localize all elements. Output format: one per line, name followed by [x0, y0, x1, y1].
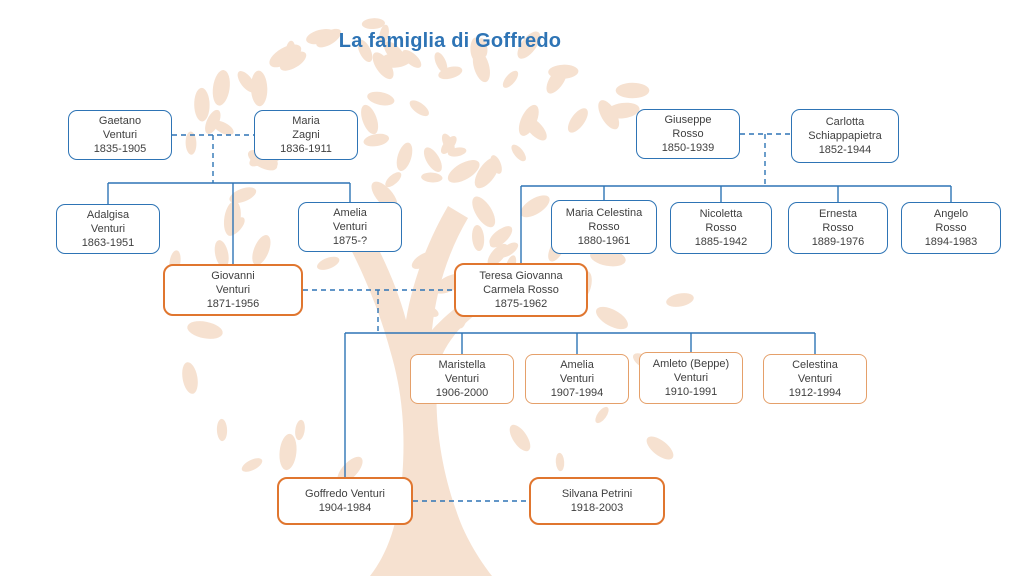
person-ernesta-rosso[interactable]: Ernesta Rosso 1889-1976	[788, 202, 888, 254]
person-name: Amleto (Beppe) Venturi	[652, 357, 730, 384]
person-name: Teresa Giovanna Carmela Rosso	[479, 269, 563, 296]
person-amelia-venturi-jr[interactable]: Amelia Venturi 1907-1994	[525, 354, 629, 404]
person-years: 1904-1984	[318, 502, 372, 514]
person-years: 1835-1905	[93, 143, 147, 156]
person-name: Amelia Venturi	[559, 358, 595, 385]
person-years: 1852-1944	[818, 144, 872, 157]
person-maria-celestina-rosso[interactable]: Maria Celestina Rosso 1880-1961	[551, 200, 657, 254]
person-name: Gaetano Venturi	[98, 114, 142, 141]
person-name: Goffredo Venturi	[305, 487, 385, 500]
person-name: Angelo Rosso	[933, 207, 969, 234]
person-name: Maristella Venturi	[438, 358, 486, 385]
person-years: 1907-1994	[550, 387, 604, 400]
person-years: 1863-1951	[81, 237, 135, 250]
person-name: Ernesta Rosso	[819, 207, 857, 234]
person-years: 1918-2003	[570, 502, 624, 514]
person-name: Giovanni Venturi	[211, 269, 255, 296]
person-years: 1894-1983	[924, 236, 978, 249]
person-years: 1850-1939	[661, 142, 715, 155]
person-years: 1906-2000	[435, 387, 489, 400]
person-goffredo-venturi[interactable]: Goffredo Venturi 1904-1984	[277, 477, 413, 525]
person-maria-zagni[interactable]: Maria Zagni 1836-1911	[254, 110, 358, 160]
person-years: 1871-1956	[206, 298, 260, 311]
person-nicoletta-rosso[interactable]: Nicoletta Rosso 1885-1942	[670, 202, 772, 254]
person-carlotta-schiappapietra[interactable]: Carlotta Schiappapietra 1852-1944	[791, 109, 899, 163]
person-years: 1912-1994	[788, 387, 842, 400]
person-name: Carlotta Schiappapietra	[808, 115, 882, 142]
person-teresa-rosso[interactable]: Teresa Giovanna Carmela Rosso 1875-1962	[454, 263, 588, 317]
person-name: Amelia Venturi	[332, 206, 368, 233]
person-name: Celestina Venturi	[792, 358, 838, 385]
person-years: 1910-1991	[664, 386, 718, 399]
person-adalgisa-venturi[interactable]: Adalgisa Venturi 1863-1951	[56, 204, 160, 254]
person-name: Maria Celestina Rosso	[565, 206, 643, 233]
person-giovanni-venturi[interactable]: Giovanni Venturi 1871-1956	[163, 264, 303, 316]
person-name: Silvana Petrini	[561, 487, 633, 500]
person-name: Maria Zagni	[292, 114, 320, 141]
person-giuseppe-rosso[interactable]: Giuseppe Rosso 1850-1939	[636, 109, 740, 159]
person-name: Adalgisa Venturi	[86, 208, 130, 235]
person-years: 1889-1976	[811, 236, 865, 249]
person-name: Giuseppe Rosso	[664, 113, 712, 140]
person-years: 1885-1942	[694, 236, 748, 249]
person-silvana-petrini[interactable]: Silvana Petrini 1918-2003	[529, 477, 665, 525]
person-amelia-venturi-sr[interactable]: Amelia Venturi 1875-?	[298, 202, 402, 252]
person-years: 1875-?	[332, 235, 368, 248]
person-years: 1836-1911	[280, 143, 332, 156]
person-celestina-venturi[interactable]: Celestina Venturi 1912-1994	[763, 354, 867, 404]
person-amleto-venturi[interactable]: Amleto (Beppe) Venturi 1910-1991	[639, 352, 743, 404]
person-name: Nicoletta Rosso	[699, 207, 743, 234]
person-years: 1875-1962	[494, 298, 548, 311]
person-years: 1880-1961	[577, 235, 631, 248]
person-gaetano-venturi[interactable]: Gaetano Venturi 1835-1905	[68, 110, 172, 160]
page-title: La famiglia di Goffredo	[338, 30, 562, 52]
person-maristella-venturi[interactable]: Maristella Venturi 1906-2000	[410, 354, 514, 404]
person-angelo-rosso[interactable]: Angelo Rosso 1894-1983	[901, 202, 1001, 254]
